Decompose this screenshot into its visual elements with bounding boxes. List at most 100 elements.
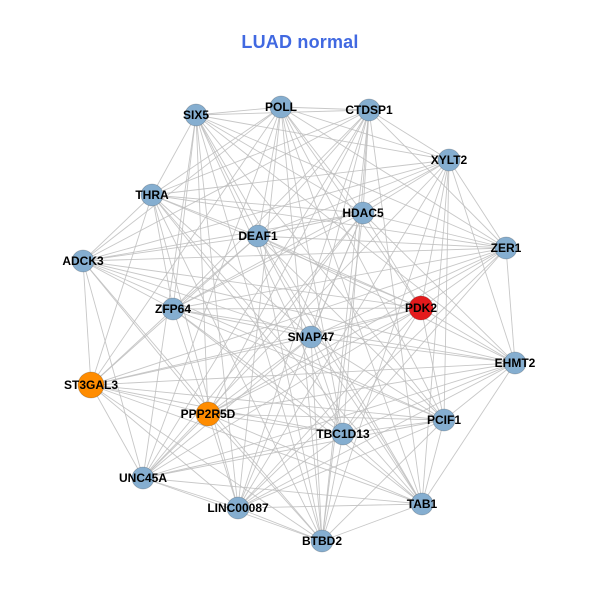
edge-PPP2R5D-TBC1D13 [207,413,344,435]
edge-SNAP47-PPP2R5D [207,336,312,415]
node-SNAP47 [299,325,323,349]
edge-BTBD2-THRA [151,194,323,542]
edge-UNC45A-LINC00087 [142,477,239,509]
edge-ST3GAL3-POLL [90,106,282,386]
node-label-TBC1D13: TBC1D13 [316,427,370,441]
edge-CTDSP1-ZFP64 [172,109,370,310]
edge-ST3GAL3-LINC00087 [90,384,239,509]
edge-CTDSP1-ADCK3 [82,109,370,262]
edge-ZER1-PPP2R5D [207,247,507,415]
edge-PCIF1-SIX5 [195,114,445,421]
edge-POLL-HDAC5 [280,106,364,214]
edge-EHMT2-UNC45A [142,362,516,479]
edge-ZFP64-PDK2 [172,307,422,310]
edge-XYLT2-PDK2 [420,159,450,309]
edge-XYLT2-THRA [151,159,450,196]
edge-ST3GAL3-TAB1 [90,384,423,505]
node-PPP2R5D [195,401,221,427]
edge-TBC1D13-UNC45A [142,433,344,479]
edge-BTBD2-SIX5 [195,114,323,542]
edge-ZER1-TBC1D13 [342,247,507,435]
edge-PPP2R5D-TAB1 [207,413,423,505]
edge-THRA-DEAF1 [151,194,259,237]
edge-BTBD2-DEAF1 [257,235,323,542]
edge-TBC1D13-POLL [280,106,344,435]
edge-THRA-ZER1 [151,194,507,249]
edge-PCIF1-LINC00087 [237,419,445,509]
edge-ZFP64-SNAP47 [172,308,312,338]
edge-PDK2-TBC1D13 [342,307,422,435]
edge-LINC00087-XYLT2 [237,159,450,509]
node-UNC45A [131,466,155,490]
edge-TBC1D13-THRA [151,194,344,435]
edge-CTDSP1-XYLT2 [368,109,450,161]
node-PCIF1 [432,408,456,432]
node-HDAC5 [351,201,375,225]
edge-BTBD2-XYLT2 [321,159,450,542]
node-label-SNAP47: SNAP47 [288,330,335,344]
edge-CTDSP1-SNAP47 [310,109,370,338]
edge-ST3GAL3-PCIF1 [90,384,445,421]
edge-SNAP47-ST3GAL3 [90,336,312,386]
edge-SNAP47-EHMT2 [310,336,516,364]
edge-TAB1-XYLT2 [421,159,450,505]
edge-TAB1-DEAF1 [257,235,423,505]
edge-PCIF1-TAB1 [421,419,445,505]
edge-THRA-SNAP47 [151,194,312,338]
node-label-ADCK3: ADCK3 [62,254,104,268]
edge-SIX5-HDAC5 [195,114,364,214]
edge-THRA-ZFP64 [151,194,174,310]
node-label-PPP2R5D: PPP2R5D [181,407,236,421]
node-label-POLL: POLL [265,100,297,114]
edge-PPP2R5D-CTDSP1 [207,109,370,415]
node-label-PCIF1: PCIF1 [427,413,461,427]
edge-EHMT2-LINC00087 [237,362,516,509]
node-CTDSP1 [357,98,381,122]
edge-ADCK3-PPP2R5D [82,260,209,415]
edge-LINC00087-ZER1 [237,247,507,509]
edge-ZFP64-PCIF1 [172,308,445,421]
edge-THRA-ADCK3 [82,194,153,262]
edge-UNC45A-XYLT2 [142,159,450,479]
edge-EHMT2-SIX5 [195,114,516,364]
node-label-XYLT2: XYLT2 [431,153,468,167]
node-label-ZER1: ZER1 [491,241,522,255]
edge-HDAC5-DEAF1 [257,212,364,237]
edge-POLL-DEAF1 [257,106,282,237]
edge-UNC45A-CTDSP1 [142,109,370,479]
node-BTBD2 [310,529,334,553]
edge-ZER1-ZFP64 [172,247,507,310]
edge-XYLT2-HDAC5 [362,159,450,214]
edge-UNC45A-TAB1 [142,477,423,505]
edge-EHMT2-PCIF1 [443,362,516,421]
edge-TAB1-BTBD2 [321,503,423,542]
edge-EHMT2-ST3GAL3 [90,362,516,386]
edge-SIX5-ZFP64 [172,114,197,310]
edge-UNC45A-SIX5 [142,114,197,479]
edge-ADCK3-ST3GAL3 [82,260,92,386]
edge-TAB1-CTDSP1 [368,109,423,505]
edge-TBC1D13-BTBD2 [321,433,344,542]
edge-HDAC5-PPP2R5D [207,212,364,415]
edge-POLL-PDK2 [280,106,422,309]
node-ZFP64 [161,297,185,321]
edge-BTBD2-ADCK3 [82,260,323,542]
edge-PDK2-LINC00087 [237,307,422,509]
node-TBC1D13 [331,422,355,446]
node-label-PDK2: PDK2 [405,301,437,315]
edge-ADCK3-EHMT2 [82,260,516,364]
edge-LINC00087-HDAC5 [237,212,364,509]
edge-XYLT2-ZER1 [448,159,507,249]
edge-POLL-ZER1 [280,106,507,249]
edge-XYLT2-EHMT2 [448,159,516,364]
node-label-ZFP64: ZFP64 [155,302,191,316]
edge-BTBD2-POLL [280,106,323,542]
edge-ZFP64-TAB1 [172,308,423,505]
node-ST3GAL3 [77,371,105,399]
node-label-EHMT2: EHMT2 [495,356,536,370]
node-label-ST3GAL3: ST3GAL3 [64,378,118,392]
edge-PPP2R5D-SIX5 [195,114,209,415]
edge-PCIF1-XYLT2 [443,159,450,421]
plot-title: LUAD normal [241,32,359,52]
